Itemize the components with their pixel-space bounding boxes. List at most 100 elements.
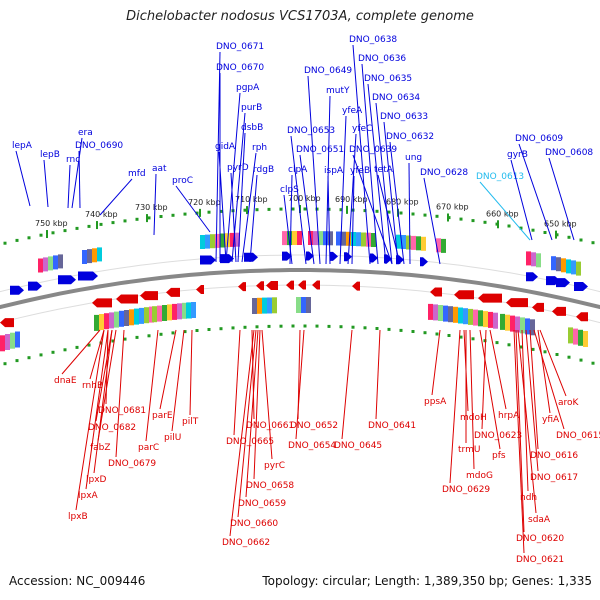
- forward-gene-arrow: [244, 252, 258, 262]
- outer-tick-dot: [435, 214, 439, 218]
- reverse-feature-block: [578, 329, 583, 346]
- gene-label: DNO_0616: [530, 451, 578, 461]
- kbp-tick-label: 690 kbp: [335, 195, 368, 204]
- inner-tick-dot: [315, 324, 319, 328]
- reverse-gene-arrow: [116, 294, 138, 304]
- forward-gene-arrow: [58, 275, 76, 285]
- outer-tick-dot: [159, 215, 163, 218]
- forward-feature-block: [416, 236, 421, 251]
- label-leader-line: [215, 51, 221, 263]
- forward-feature-block: [220, 233, 225, 248]
- gene-label: DNO_0638: [349, 35, 397, 45]
- kbp-tick-label: 750 kbp: [35, 219, 68, 228]
- label-leader-line: [489, 329, 507, 410]
- forward-feature-block: [53, 255, 58, 270]
- outer-tick-dot: [291, 207, 295, 211]
- gene-label: DNO_0654: [288, 441, 336, 451]
- gene-label: sdaA: [528, 515, 551, 525]
- outer-tick-dot: [135, 217, 139, 221]
- gene-label: aroK: [558, 398, 580, 408]
- reverse-feature-block: [129, 309, 134, 326]
- label-leader-line: [431, 329, 441, 396]
- inner-tick-dot: [471, 337, 475, 341]
- forward-feature-block: [336, 231, 341, 246]
- reverse-feature-block: [515, 316, 520, 333]
- inner-tick-dot: [459, 335, 463, 339]
- label-leader-line: [89, 329, 105, 380]
- forward-feature-block: [43, 257, 48, 272]
- label-leader-line: [85, 329, 109, 490]
- gene-label: DNO_0636: [358, 54, 406, 64]
- forward-feature-block: [421, 236, 426, 251]
- label-leader-line: [218, 151, 227, 263]
- reverse-feature-block: [104, 313, 109, 330]
- inner-tick-dot: [507, 343, 511, 347]
- gene-label: DNO_0632: [386, 132, 434, 142]
- gene-label: DNO_0652: [290, 421, 338, 431]
- inner-tick-dot: [15, 359, 19, 363]
- inner-tick-dot: [195, 329, 199, 332]
- outer-tick-dot: [63, 229, 67, 233]
- gene-label: DNO_0609: [515, 134, 563, 144]
- inner-tick-dot: [51, 350, 55, 354]
- inner-tick-dot: [339, 325, 343, 329]
- reverse-feature-block: [144, 307, 149, 324]
- gene-label: DNO_0615: [556, 431, 600, 441]
- reverse-feature-block: [493, 312, 498, 329]
- label-leader-line: [352, 44, 371, 265]
- label-leader-line: [253, 329, 261, 480]
- forward-feature-block: [396, 234, 401, 249]
- label-leader-line: [78, 150, 81, 209]
- gene-label: rnc: [66, 155, 80, 165]
- label-leader-line: [230, 172, 237, 263]
- outer-tick-dot: [375, 209, 379, 213]
- reverse-feature-block: [510, 315, 515, 332]
- inner-tick-dot: [399, 328, 403, 332]
- label-leader-line: [153, 173, 157, 236]
- reverse-feature-block: [182, 302, 187, 319]
- inner-tick-dot: [219, 327, 223, 331]
- outer-tick-dot: [27, 236, 31, 240]
- outer-tick-dot: [15, 238, 19, 242]
- reverse-gene-arrow: [532, 302, 544, 312]
- reverse-feature-block: [468, 308, 473, 325]
- label-leader-line: [529, 329, 539, 450]
- label-leader-line: [339, 115, 347, 265]
- reverse-gene-arrow: [196, 284, 204, 294]
- reverse-gene-arrow: [92, 298, 112, 308]
- reverse-feature-block: [428, 303, 433, 320]
- gene-label: DNO_0641: [368, 421, 416, 431]
- gene-label: mdoG: [466, 471, 493, 481]
- label-leader-line: [525, 329, 539, 472]
- label-leader-line: [361, 63, 379, 265]
- reverse-feature-block: [478, 310, 483, 327]
- reverse-feature-block: [272, 297, 277, 314]
- reverse-gene-arrow: [238, 282, 246, 292]
- gene-label: lepA: [12, 141, 33, 151]
- reverse-feature-block: [573, 328, 578, 345]
- inner-tick-dot: [411, 330, 415, 333]
- forward-gene-arrow: [526, 272, 538, 282]
- inner-tick-dot: [519, 345, 523, 349]
- reverse-feature-block: [172, 303, 177, 320]
- gene-label: DNO_0621: [516, 555, 564, 565]
- inner-tick-dot: [555, 353, 559, 356]
- forward-feature-block: [556, 257, 561, 272]
- topology-text: Topology: circular; Length: 1,389,350 bp…: [262, 574, 592, 588]
- reverse-feature-block: [119, 310, 124, 327]
- forward-feature-block: [58, 254, 63, 269]
- label-leader-line: [479, 181, 531, 241]
- gene-label: DNO_0628: [420, 168, 468, 178]
- label-leader-line: [93, 329, 113, 474]
- reverse-feature-block: [520, 317, 525, 334]
- label-leader-line: [510, 159, 533, 241]
- gene-label: DNO_0620: [516, 534, 564, 544]
- label-leader-line: [245, 329, 259, 498]
- outer-tick-dot: [519, 226, 523, 230]
- inner-tick-dot: [159, 332, 163, 336]
- forward-feature-block: [351, 232, 356, 246]
- inner-tick-dot: [423, 331, 427, 335]
- forward-feature-block: [401, 235, 406, 249]
- gene-label: lepB: [40, 150, 60, 160]
